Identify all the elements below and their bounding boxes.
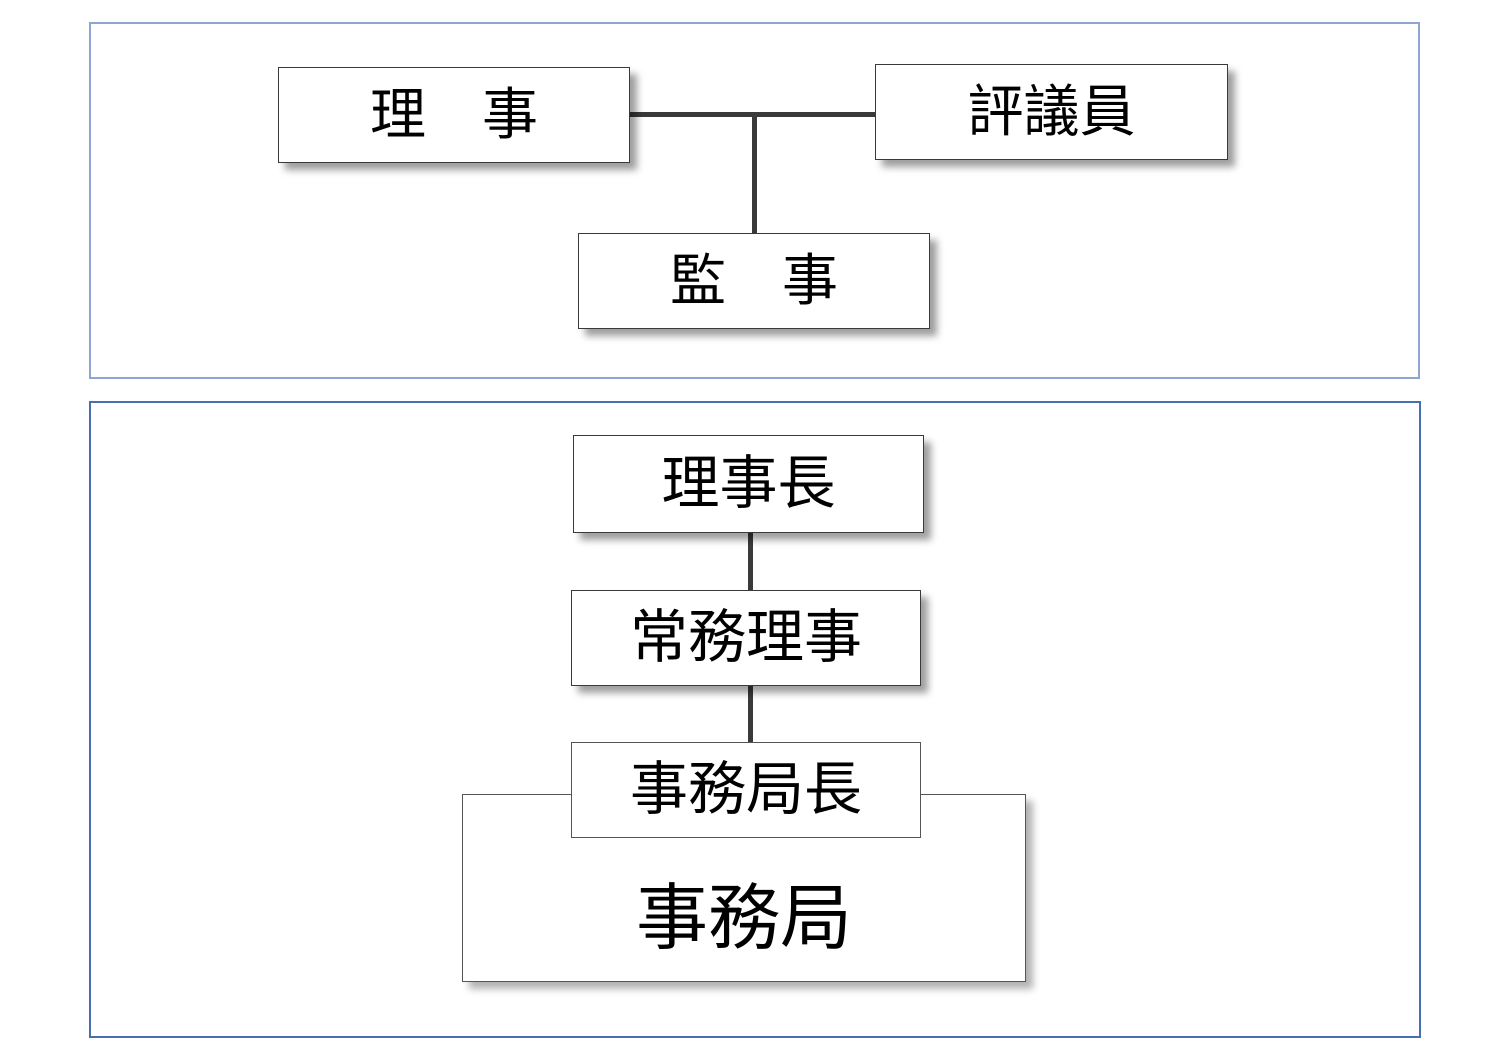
- node-jimukyokucho-label: 事務局長: [629, 757, 862, 822]
- node-kanji-label: 監 事: [670, 249, 838, 312]
- node-jimukyoku[interactable]: 事務局: [462, 794, 1026, 982]
- node-jomu-riji[interactable]: 常務理事: [571, 590, 921, 686]
- node-riji[interactable]: 理 事: [278, 67, 630, 163]
- node-rijicho-label: 理事長: [661, 451, 836, 516]
- connector-jomuriji-to-jimukyokucho: [748, 686, 753, 746]
- governance-panel: 理 事 評議員 監 事: [89, 22, 1420, 379]
- node-hyogiin-label: 評議員: [967, 80, 1136, 143]
- node-hyogiin[interactable]: 評議員: [875, 64, 1228, 160]
- node-jimukyoku-label: 事務局: [635, 879, 852, 959]
- node-kanji[interactable]: 監 事: [578, 233, 930, 329]
- node-jimukyokucho[interactable]: 事務局長: [571, 742, 921, 838]
- node-rijicho[interactable]: 理事長: [573, 435, 924, 533]
- node-jomu-riji-label: 常務理事: [629, 605, 862, 670]
- node-riji-label: 理 事: [370, 83, 538, 146]
- secretariat-panel: 事務局 理事長 常務理事 事務局長: [89, 401, 1421, 1038]
- connector-rijicho-to-jomuriji: [748, 533, 753, 593]
- connector-junction-to-kanji: [752, 112, 757, 234]
